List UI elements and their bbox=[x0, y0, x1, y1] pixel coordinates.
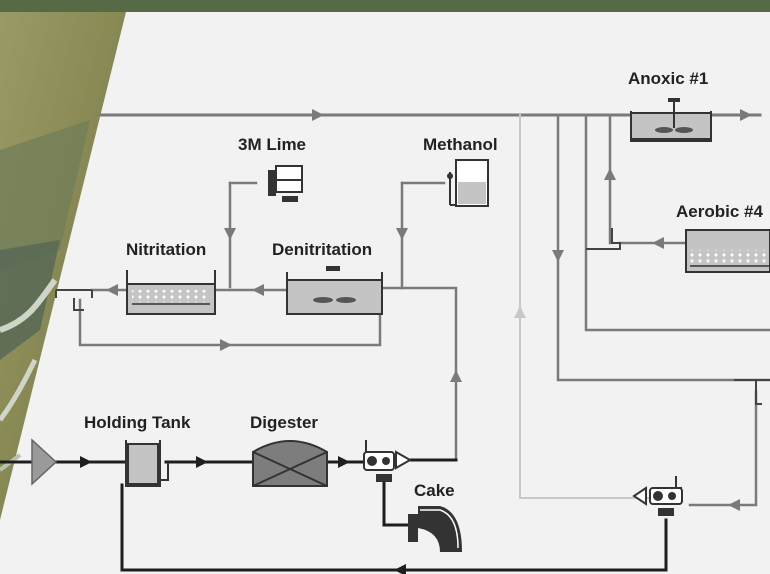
digester-tank[interactable] bbox=[253, 441, 327, 486]
nitritation-label: Nitritation bbox=[126, 240, 206, 259]
aerobic-tank[interactable] bbox=[686, 230, 770, 272]
diffuser-bubbles-icon bbox=[132, 290, 210, 302]
diffuser-bubbles-icon bbox=[690, 250, 770, 264]
header-band bbox=[0, 0, 770, 12]
methanol-label: Methanol bbox=[423, 135, 498, 154]
denitritation-label: Denitritation bbox=[272, 240, 372, 259]
holding-tank-label: Holding Tank bbox=[84, 413, 191, 432]
aerobic-label: Aerobic #4 bbox=[676, 202, 763, 221]
cake-label: Cake bbox=[414, 481, 455, 500]
lime-label: 3M Lime bbox=[238, 135, 306, 154]
anoxic-label: Anoxic #1 bbox=[628, 69, 708, 88]
anoxic-tank[interactable] bbox=[631, 111, 711, 141]
digester-label: Digester bbox=[250, 413, 318, 432]
